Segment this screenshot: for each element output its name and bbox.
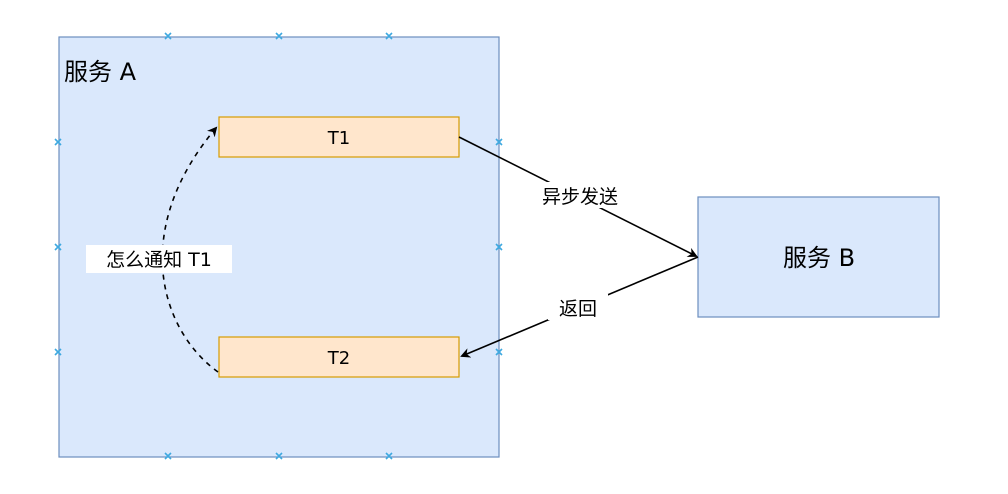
connection-point-icon bbox=[164, 452, 172, 460]
connection-point-icon bbox=[54, 243, 62, 251]
edge-return[interactable]: 返回 bbox=[460, 256, 699, 358]
service-b-label: 服务 B bbox=[783, 244, 855, 272]
connection-point-icon bbox=[54, 138, 62, 146]
thread-t1[interactable]: T1 bbox=[218, 116, 460, 158]
connection-point-icon bbox=[275, 32, 283, 40]
connection-point-icon bbox=[164, 32, 172, 40]
connection-point-icon bbox=[385, 32, 393, 40]
connection-point-icon bbox=[54, 348, 62, 356]
edge-async-send[interactable]: 异步发送 bbox=[458, 136, 698, 257]
service-b-box[interactable] bbox=[697, 196, 940, 318]
thread-t2-box[interactable] bbox=[218, 336, 460, 378]
edge-notify-label-bg bbox=[86, 245, 232, 273]
thread-t2[interactable]: T2 bbox=[218, 336, 460, 378]
thread-t2-label: T2 bbox=[327, 348, 350, 369]
connection-point-icon bbox=[495, 348, 503, 356]
service-b-container[interactable]: 服务 B bbox=[697, 196, 940, 318]
service-a-label: 服务 A bbox=[64, 58, 137, 86]
edge-notify[interactable]: 怎么通知 T1 bbox=[86, 126, 232, 373]
thread-t1-label: T1 bbox=[327, 128, 350, 149]
connection-point-icon bbox=[275, 452, 283, 460]
connection-points bbox=[54, 32, 503, 460]
edge-async-send-label: 异步发送 bbox=[542, 186, 618, 208]
connection-point-icon bbox=[495, 138, 503, 146]
connection-point-icon bbox=[495, 243, 503, 251]
edge-notify-label: 怎么通知 T1 bbox=[106, 249, 212, 271]
edge-return-label: 返回 bbox=[559, 298, 597, 320]
connection-point-icon bbox=[385, 452, 393, 460]
edge-async-send-label-bg bbox=[524, 182, 636, 208]
edge-return-label-bg bbox=[548, 294, 608, 320]
